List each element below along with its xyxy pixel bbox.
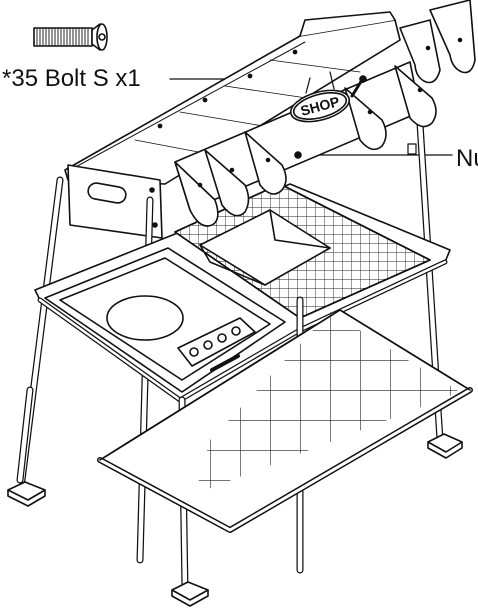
shop-sign <box>289 71 351 123</box>
awning-front <box>174 0 476 227</box>
side-panel <box>67 164 163 239</box>
bolt-installed <box>350 75 367 98</box>
leg-feet <box>7 433 463 607</box>
bolt-callout-label: *35 Bolt S x1 <box>2 65 141 92</box>
nut-callout-label: Nu <box>456 145 478 172</box>
sink-panel <box>44 247 286 393</box>
bolt-part <box>33 23 108 51</box>
nut-marker <box>294 151 302 159</box>
